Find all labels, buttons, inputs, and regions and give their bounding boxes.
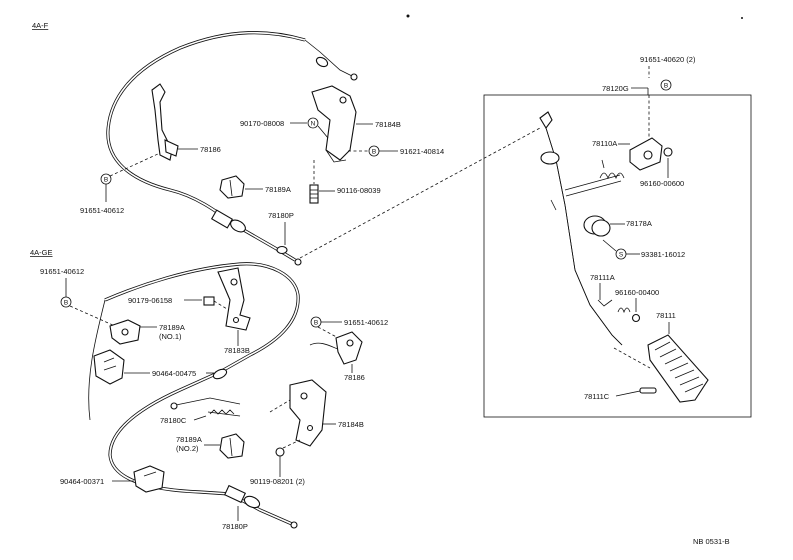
nut-90179-06158 <box>203 296 215 306</box>
svg-text:B: B <box>664 83 668 90</box>
cable-to-pedal-leader <box>299 127 541 259</box>
bracket-78184b-4a-ge <box>289 379 327 447</box>
label-78120g: 78120G <box>602 84 629 93</box>
grommet-78189a-4a-f <box>219 175 245 199</box>
bracket-78186-4a-f <box>151 83 179 161</box>
label-78111a: 78111A <box>590 273 615 282</box>
bracket-78183b <box>217 267 251 331</box>
label-78186-4a-f: 78186 <box>200 145 221 154</box>
label-78186-4a-ge: 78186 <box>344 373 365 382</box>
svg-text:B: B <box>64 300 68 307</box>
nut-90119-08201 <box>275 447 285 457</box>
b-marker-icon: B <box>60 296 72 308</box>
label-90119-08201: 90119-08201 (2) <box>250 477 305 486</box>
svg-text:B: B <box>104 177 108 184</box>
speck <box>406 14 410 18</box>
label-90179-06158: 90179-06158 <box>128 296 172 305</box>
b-marker-icon: B <box>660 79 672 91</box>
label-90116-08039: 90116-08039 <box>337 186 381 195</box>
s-marker-icon: S <box>615 248 627 260</box>
svg-text:B: B <box>314 320 318 327</box>
label-90464-00371: 90464-00371 <box>60 477 104 486</box>
label-91651-40612-4a-f: 91651-40612 <box>80 206 124 215</box>
label-no2: (NO.2) <box>176 444 199 453</box>
label-91651-40620: 91651-40620 (2) <box>640 55 696 64</box>
throttle-cable-78180p-4a-ge <box>88 262 300 529</box>
n-marker-icon: N <box>307 117 319 129</box>
grommet-78189a-no2 <box>219 433 245 459</box>
label-91621-40814: 91621-40814 <box>400 147 444 156</box>
spring-78111a <box>597 299 631 314</box>
clip-cluster <box>93 349 125 385</box>
label-78111c: 78111C <box>584 392 610 401</box>
nut-96160-00600 <box>663 147 673 157</box>
label-78189a-no1: 78189A <box>159 323 185 332</box>
b-marker-icon: B <box>100 173 112 185</box>
b-marker-icon: B <box>368 145 380 157</box>
label-78184b-4a-ge: 78184B <box>338 420 364 429</box>
pedal-pad-78111 <box>647 334 709 403</box>
label-78180c: 78180C <box>160 416 187 425</box>
label-91651-40612-ge: 91651-40612 <box>40 267 84 276</box>
bolt-90116-08039 <box>309 184 319 204</box>
cable-end-78180c <box>170 397 241 417</box>
label-90464-00475: 90464-00475 <box>152 369 196 378</box>
label-78189a-4a-f: 78189A <box>265 185 291 194</box>
label-78184b-4a-f: 78184B <box>375 120 401 129</box>
label-93381-16012: 93381-16012 <box>641 250 685 259</box>
section-label-4a-f: 4A-F <box>32 21 49 30</box>
bushing-78178a <box>583 215 611 237</box>
clip-90464-00371 <box>133 465 165 493</box>
b-marker-icon: B <box>310 316 322 328</box>
label-78189a-no2: 78189A <box>176 435 202 444</box>
throttle-cable-78180p-4a-f <box>106 31 358 266</box>
accelerator-pedal-arm <box>539 111 623 346</box>
pedal-assembly-frame <box>483 94 752 418</box>
label-78183b: 78183B <box>224 346 250 355</box>
label-96160-00600: 96160-00600 <box>640 179 684 188</box>
speck <box>741 17 743 19</box>
bracket-78189a-no1 <box>109 319 141 345</box>
label-78111: 78111 <box>656 311 676 320</box>
nut-96160-00400 <box>631 313 641 323</box>
pin-78111c <box>639 387 657 394</box>
pedal-bracket <box>629 137 663 171</box>
svg-text:B: B <box>372 149 376 156</box>
section-label-4a-ge: 4A-GE <box>30 248 53 257</box>
spring-78110a <box>599 159 625 180</box>
bracket-78184b-4a-f <box>311 85 357 163</box>
svg-text:N: N <box>311 121 316 128</box>
bracket-78186-4a-ge <box>309 331 363 365</box>
label-78180p-4a-ge: 78180P <box>222 522 248 531</box>
diagram-code: NB 0531-B <box>693 537 730 546</box>
label-91651-40612-ge2: 91651-40612 <box>344 318 388 327</box>
label-78110a: 78110A <box>592 139 617 148</box>
label-no1: (NO.1) <box>159 332 182 341</box>
label-78178a: 78178A <box>626 219 652 228</box>
label-96160-00400: 96160-00400 <box>615 288 659 297</box>
label-78180p-4a-f: 78180P <box>268 211 294 220</box>
svg-text:S: S <box>619 252 624 259</box>
label-90170-08008: 90170-08008 <box>240 119 284 128</box>
